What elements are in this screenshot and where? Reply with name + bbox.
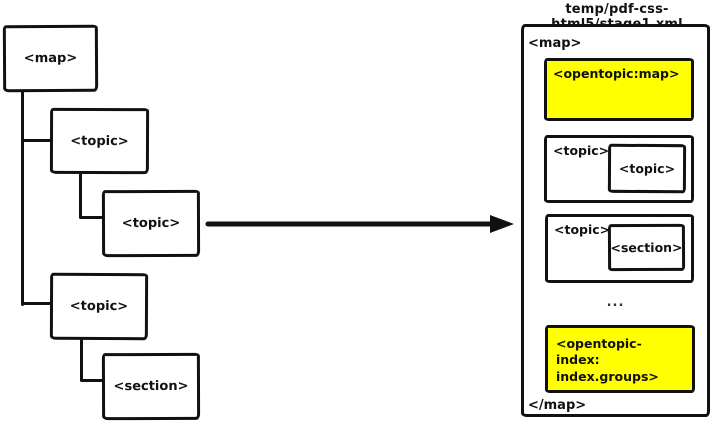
connector-line: [22, 139, 51, 142]
tree-node-topic-2: <topic>: [101, 189, 201, 258]
nested-section-label: <section>: [610, 239, 683, 256]
xml-panel: <map> <opentopic:map> <topic> <topic> <t…: [521, 24, 710, 417]
topic-container-block-1: <topic> <topic>: [544, 135, 694, 203]
connector-line: [81, 379, 103, 382]
tree-node-topic-1: <topic>: [49, 107, 150, 175]
connector-line: [22, 302, 51, 305]
topic-container-block-2: <topic> <section>: [545, 214, 694, 283]
connector-line: [21, 91, 24, 306]
connector-line: [80, 216, 103, 219]
map-close-tag: </map>: [528, 398, 587, 413]
connector-line: [80, 339, 83, 382]
tree-node-label: <topic>: [121, 215, 181, 232]
nested-topic-box: <topic>: [607, 143, 687, 194]
tree-node-section: <section>: [101, 352, 201, 421]
map-open-tag: <map>: [528, 36, 582, 51]
tree-node-label: <map>: [23, 50, 78, 67]
tree-node-label: <section>: [113, 378, 189, 395]
tree-node-topic-3: <topic>: [49, 272, 149, 341]
tree-node-map: <map>: [2, 24, 99, 93]
arrow-right-icon: [205, 215, 514, 233]
topic-label: <topic>: [554, 222, 611, 237]
ellipsis-text: ...: [606, 295, 625, 310]
tree-node-label: <topic>: [70, 133, 129, 149]
opentopic-index-block: <opentopic-index: index.groups>: [545, 325, 695, 393]
nested-section-box: <section>: [607, 223, 686, 272]
opentopic-map-block: <opentopic:map>: [544, 58, 694, 121]
connector-line: [79, 173, 82, 219]
tree-node-label: <topic>: [69, 298, 129, 315]
topic-label: <topic>: [553, 143, 610, 158]
nested-topic-label: <topic>: [618, 160, 676, 177]
